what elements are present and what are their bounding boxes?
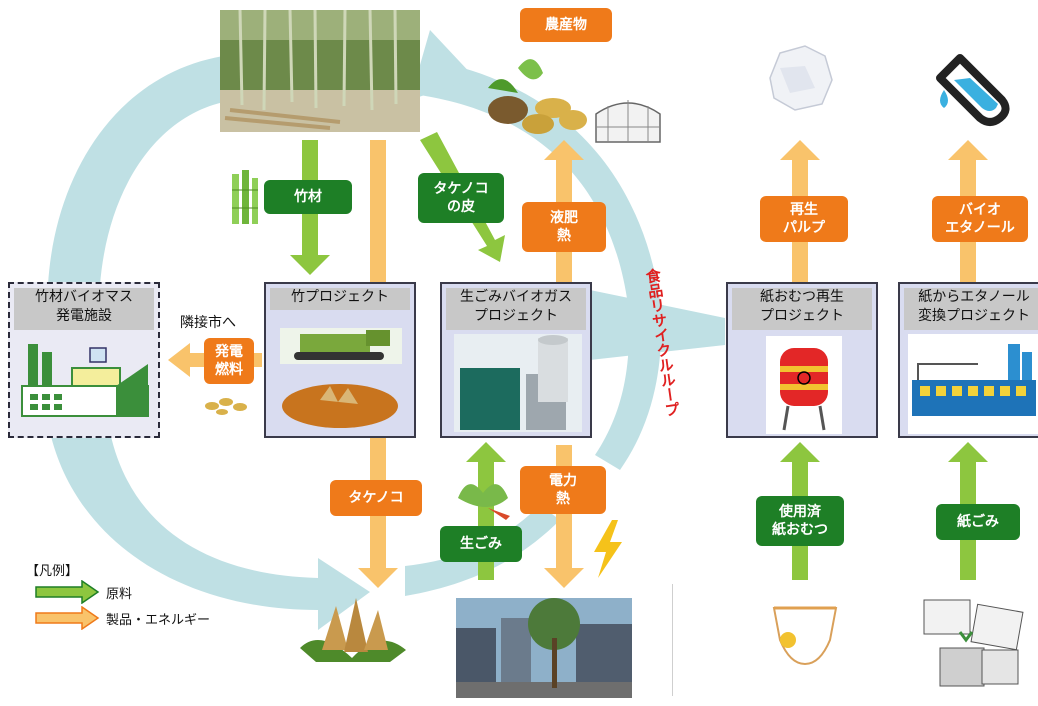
legend-title: 【凡例】 xyxy=(26,564,79,579)
legend: 【凡例】 原料 製品・エネルギー xyxy=(26,560,246,630)
chipper-machine-image xyxy=(280,328,402,428)
biomass-plant-box: 竹材バイオマス 発電施設 xyxy=(8,282,160,438)
biomass-plant-title: 竹材バイオマス 発電施設 xyxy=(35,289,133,324)
test-tube-image xyxy=(936,54,1010,126)
loop-connector xyxy=(590,290,725,360)
ethanol-project-box: 紙からエタノール 変換プロジェクト xyxy=(898,282,1038,438)
wood-chips-image xyxy=(205,398,247,415)
loop-arrowhead-bottom xyxy=(318,558,370,630)
loop-arrowhead-top xyxy=(410,30,475,100)
city-street-photo xyxy=(456,598,632,698)
lightning-icon xyxy=(594,520,622,578)
loop-segment-top-left xyxy=(48,55,235,285)
label-used-diapers: 使用済 紙おむつ xyxy=(756,496,844,546)
divider-line xyxy=(672,584,673,696)
power-plant-icon xyxy=(21,344,149,417)
legend-green-arrow-icon xyxy=(35,580,100,604)
legend-products-energy: 製品・エネルギー xyxy=(106,613,211,628)
label-bamboo-material: 竹材 xyxy=(264,180,352,214)
label-paper-waste: 紙ごみ xyxy=(936,504,1020,540)
vegetables-image xyxy=(458,484,510,520)
diaper-project-title: 紙おむつ再生 プロジェクト xyxy=(760,289,844,324)
label-bamboo-shoot: タケノコ xyxy=(330,480,422,516)
ethanol-project-title: 紙からエタノール 変換プロジェクト xyxy=(918,289,1030,324)
bamboo-icon xyxy=(232,170,258,224)
pulp-image xyxy=(769,45,833,111)
bamboo-shoots-image xyxy=(300,598,406,662)
bamboo-project-box: 竹プロジェクト xyxy=(264,282,416,438)
ethanol-plant-image xyxy=(908,334,1038,434)
legend-raw-material: 原料 xyxy=(106,587,133,602)
label-bamboo-shoot-skin: タケノコ の皮 xyxy=(418,173,504,223)
agri-products-image xyxy=(488,59,587,134)
label-food-waste: 生ごみ xyxy=(440,526,522,562)
loop-segment-bottom-left xyxy=(50,432,318,610)
greenhouse-image xyxy=(595,100,661,143)
label-agri-products: 農産物 xyxy=(520,8,612,42)
diaper-project-box: 紙おむつ再生 プロジェクト xyxy=(726,282,878,438)
legend-orange-arrow-icon xyxy=(35,606,100,630)
neighbor-city-text: 隣接市へ xyxy=(180,315,236,331)
recycling-tank-image xyxy=(766,336,842,434)
paper-waste-image xyxy=(923,599,1024,687)
food-loop-arc xyxy=(420,60,662,470)
label-power-fuel: 発電 燃料 xyxy=(204,338,254,384)
bamboo-forest-photo xyxy=(220,10,420,132)
bamboo-project-title: 竹プロジェクト xyxy=(291,289,389,305)
label-bio-ethanol: バイオ エタノール xyxy=(932,196,1028,242)
label-liquid-fertilizer-heat: 液肥 熱 xyxy=(522,202,606,252)
arrow-power-down xyxy=(544,445,584,588)
diaper-image xyxy=(772,606,838,666)
biogas-project-box: 生ごみバイオガス プロジェクト xyxy=(440,282,592,438)
biogas-plant-image xyxy=(454,334,582,432)
label-recycled-pulp: 再生 パルプ xyxy=(760,196,848,242)
arrow-food-waste-up xyxy=(466,442,506,580)
label-electricity-heat: 電力 熱 xyxy=(520,466,606,514)
biogas-project-title: 生ごみバイオガス プロジェクト xyxy=(460,289,572,324)
